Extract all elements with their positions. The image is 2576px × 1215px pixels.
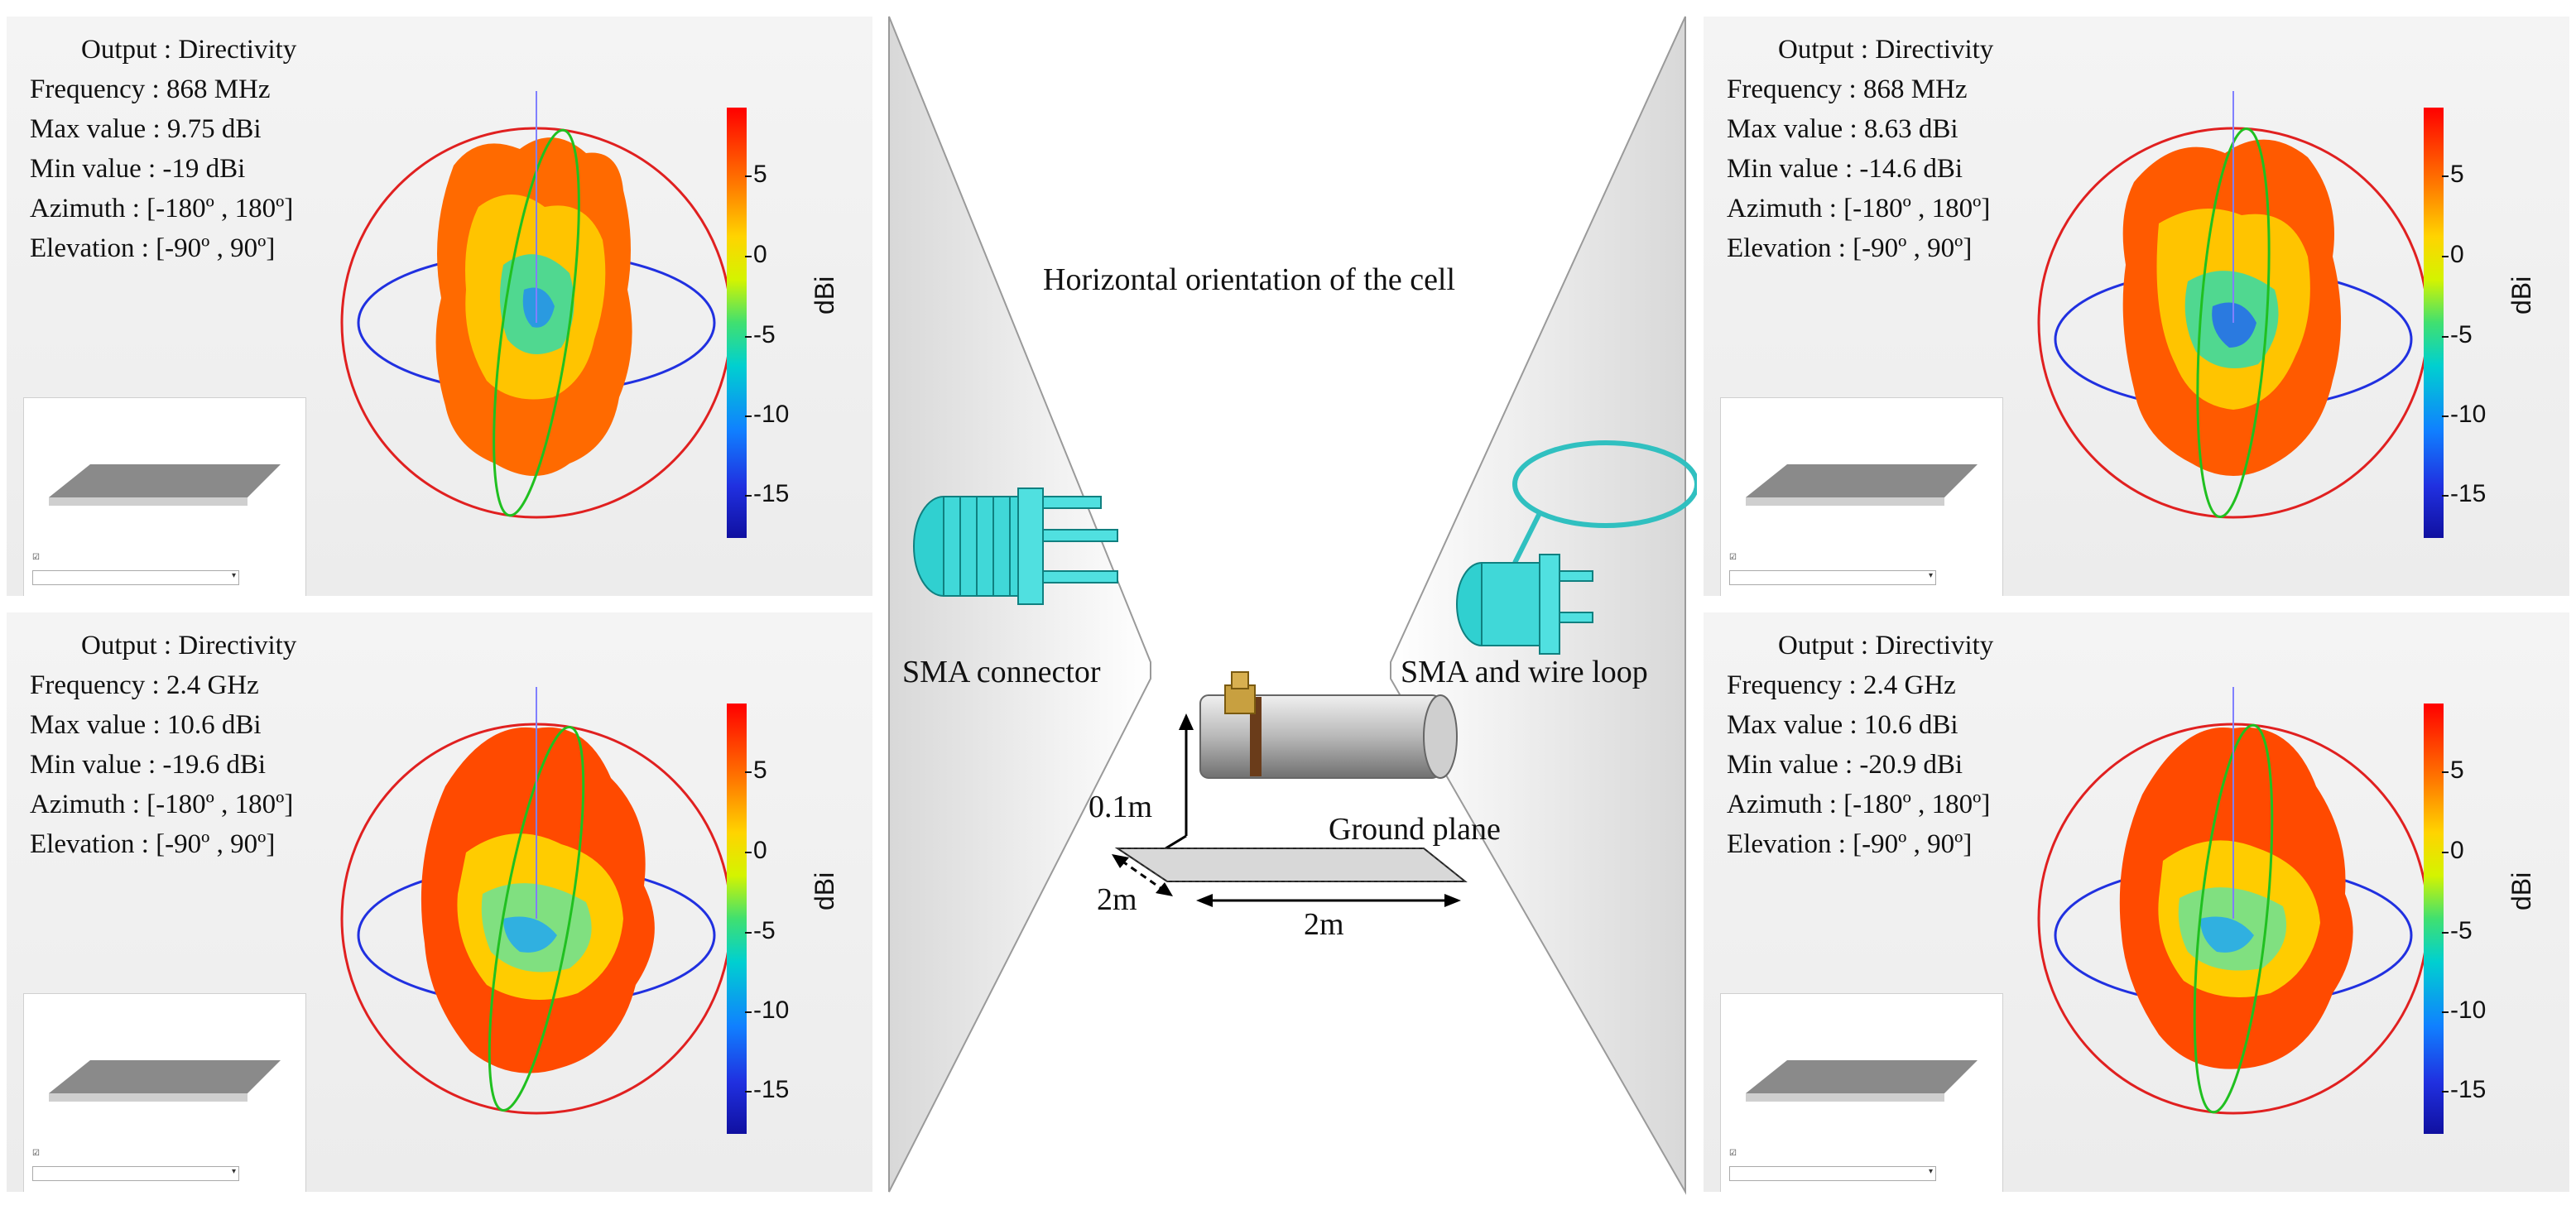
ground-plane-thumbnail (49, 456, 289, 506)
colorbar-tick: 5 (2442, 161, 2464, 188)
colorbar-ticks: 5 0 -5 -10 -15 (744, 108, 811, 538)
orientation-title: Horizontal orientation of the cell (1043, 262, 1456, 297)
colorbar-tick: -10 (2441, 401, 2487, 428)
colorbar (727, 108, 747, 538)
max-label: Max value : 10.6 dBi (30, 710, 262, 740)
pattern-panel-bottom-right: Output : Directivity Frequency : 2.4 GHz… (1704, 612, 2569, 1192)
mini-3d-view: ☑ (1720, 993, 2003, 1192)
colorbar-tick: 0 (2442, 241, 2464, 268)
radiation-pattern-3d (2037, 687, 2429, 1115)
min-label: Min value : -19 dBi (30, 154, 246, 184)
colorbar-tick: -15 (744, 1076, 790, 1103)
radiation-pattern-3d (340, 687, 733, 1115)
pattern-panel-top-right: Output : Directivity Frequency : 868 MHz… (1704, 17, 2569, 596)
colorbar-tick: 5 (745, 161, 767, 188)
colorbar-label: dBi (2506, 276, 2536, 315)
colorbar-tick: -5 (745, 321, 776, 348)
azimuth-label: Azimuth : [-180º , 180º] (30, 194, 294, 223)
frequency-label: Frequency : 868 MHz (30, 74, 271, 104)
colorbar (727, 704, 747, 1134)
show-antenna-checkbox[interactable]: ☑ (1729, 553, 1737, 562)
center-diagram: Horizontal orientation of the cell SMA c… (877, 0, 1697, 1215)
center-graphics (888, 16, 1697, 1195)
min-label: Min value : -20.9 dBi (1727, 750, 1963, 780)
view-select[interactable] (32, 1166, 239, 1181)
pattern-panel-bottom-left: Output : Directivity Frequency : 2.4 GHz… (7, 612, 872, 1192)
colorbar-tick: -15 (744, 480, 790, 507)
output-label: Output : Directivity (81, 35, 297, 65)
elevation-label: Elevation : [-90º , 90º] (30, 233, 276, 263)
colorbar-tick: -5 (2442, 917, 2473, 944)
mini-3d-view: ☑ (1720, 397, 2003, 596)
sma-connector-label: SMA connector (902, 655, 1101, 689)
frequency-label: Frequency : 2.4 GHz (30, 670, 259, 700)
show-antenna-checkbox[interactable]: ☑ (32, 553, 40, 562)
ground-plane (1114, 848, 1468, 882)
colorbar (2424, 704, 2444, 1134)
azimuth-label: Azimuth : [-180º , 180º] (1727, 194, 1991, 223)
colorbar (2424, 108, 2444, 538)
mini-3d-view: ☑ (23, 397, 306, 596)
radiation-pattern-3d (2037, 91, 2429, 519)
colorbar-tick: 0 (745, 241, 767, 268)
elevation-label: Elevation : [-90º , 90º] (1727, 233, 1973, 263)
colorbar-label: dBi (810, 276, 839, 315)
height-label: 0.1m (1089, 790, 1153, 824)
sma-connector-model (913, 487, 1118, 605)
colorbar-ticks: 5 0 -5 -10 -15 (2441, 108, 2508, 538)
pattern-panel-top-left: Output : Directivity Frequency : 868 MHz… (7, 17, 872, 596)
colorbar-tick: -15 (2441, 1076, 2487, 1103)
ground-plane-thumbnail (1746, 456, 1986, 506)
view-select[interactable] (1729, 1166, 1936, 1181)
width-label: 2m (1097, 882, 1137, 917)
colorbar-tick: -10 (2441, 996, 2487, 1024)
ground-plane-label: Ground plane (1329, 812, 1501, 847)
max-label: Max value : 10.6 dBi (1727, 710, 1958, 740)
elevation-label: Elevation : [-90º , 90º] (30, 829, 276, 859)
view-select[interactable] (1729, 570, 1936, 585)
colorbar-label: dBi (2506, 872, 2536, 910)
panel-info: Output : Directivity Frequency : 2.4 GHz… (30, 626, 296, 864)
colorbar-tick: -15 (2441, 480, 2487, 507)
colorbar-label: dBi (810, 872, 839, 910)
panel-info: Output : Directivity Frequency : 2.4 GHz… (1727, 626, 1993, 864)
view-select[interactable] (32, 570, 239, 585)
cell-model (1199, 671, 1458, 779)
colorbar-tick: -10 (744, 401, 790, 428)
colorbar-tick: -5 (2442, 321, 2473, 348)
azimuth-label: Azimuth : [-180º , 180º] (30, 790, 294, 819)
colorbar-ticks: 5 0 -5 -10 -15 (2441, 704, 2508, 1134)
mini-3d-view: ☑ (23, 993, 306, 1192)
panel-info: Output : Directivity Frequency : 868 MHz… (1727, 30, 1993, 268)
output-label: Output : Directivity (1778, 631, 1994, 660)
show-antenna-checkbox[interactable]: ☑ (1729, 1149, 1737, 1158)
colorbar-tick: -5 (745, 917, 776, 944)
sma-wire-loop-label: SMA and wire loop (1401, 655, 1648, 689)
show-antenna-checkbox[interactable]: ☑ (32, 1149, 40, 1158)
max-label: Max value : 8.63 dBi (1727, 114, 1958, 144)
panel-info: Output : Directivity Frequency : 868 MHz… (30, 30, 296, 268)
sma-wire-loop-model (1456, 440, 1697, 655)
elevation-label: Elevation : [-90º , 90º] (1727, 829, 1973, 859)
colorbar-tick: -10 (744, 996, 790, 1024)
ground-plane-thumbnail (1746, 1052, 1986, 1102)
colorbar-tick: 5 (2442, 756, 2464, 784)
radiation-pattern-3d (340, 91, 733, 519)
min-label: Min value : -19.6 dBi (30, 750, 267, 780)
ground-plane-thumbnail (49, 1052, 289, 1102)
colorbar-tick: 0 (745, 837, 767, 864)
azimuth-label: Azimuth : [-180º , 180º] (1727, 790, 1991, 819)
output-label: Output : Directivity (1778, 35, 1994, 65)
colorbar-tick: 0 (2442, 837, 2464, 864)
frequency-label: Frequency : 868 MHz (1727, 74, 1968, 104)
output-label: Output : Directivity (81, 631, 297, 660)
min-label: Min value : -14.6 dBi (1727, 154, 1963, 184)
colorbar-tick: 5 (745, 756, 767, 784)
colorbar-ticks: 5 0 -5 -10 -15 (744, 704, 811, 1134)
length-label: 2m (1304, 907, 1344, 942)
max-label: Max value : 9.75 dBi (30, 114, 262, 144)
frequency-label: Frequency : 2.4 GHz (1727, 670, 1956, 700)
